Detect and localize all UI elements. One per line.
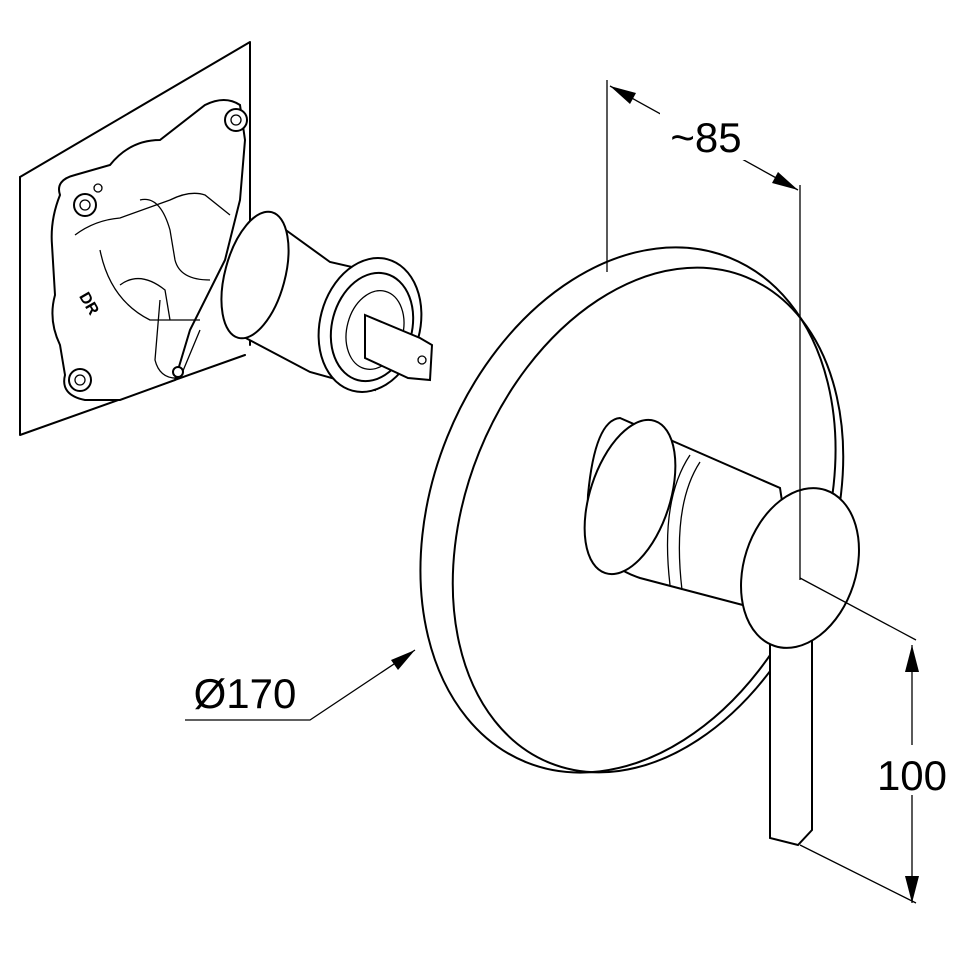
arrowhead-icon (772, 172, 798, 190)
diameter-dimension: Ø170 (185, 649, 416, 721)
arrowhead-icon (391, 650, 415, 670)
depth-label: ~85 (670, 114, 741, 161)
arrowhead-icon (905, 876, 919, 903)
concealed-valve-body: DR (50, 99, 434, 401)
depth-dimension: ~85 (606, 80, 801, 580)
lever-height-label: 100 (877, 752, 947, 799)
diameter-label: Ø170 (194, 670, 297, 717)
arrowhead-icon (905, 645, 919, 672)
arrowhead-icon (610, 86, 636, 104)
lever-height-dimension: 100 (799, 577, 952, 904)
